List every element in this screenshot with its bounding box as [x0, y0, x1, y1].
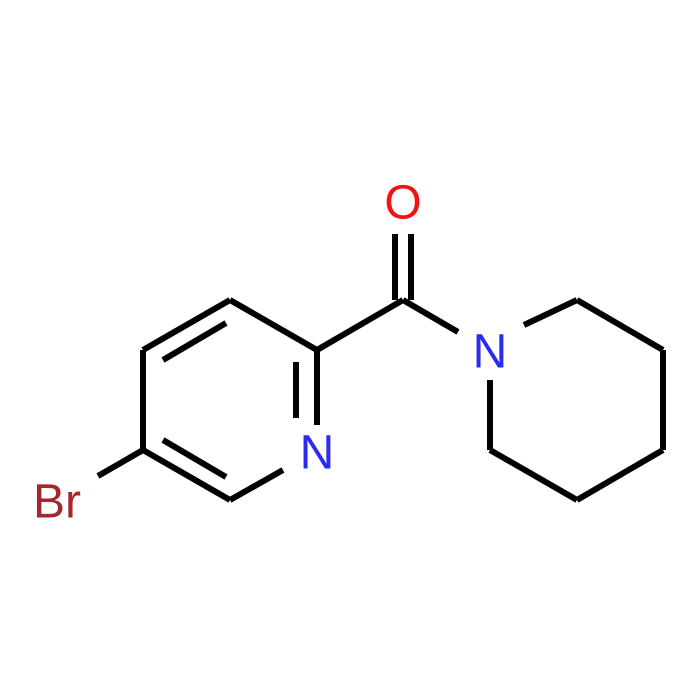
piperidine-nitrogen-label: N	[473, 326, 508, 379]
pyridine-inner-bond-c5-c6	[161, 437, 228, 480]
piperidine-bond-c4-c5	[575, 447, 665, 503]
pyridine-bond-c5-c6	[141, 447, 232, 503]
pyridine-nitrogen-label: N	[300, 427, 335, 480]
pyridine-bond-c2-c3	[228, 297, 319, 353]
bond-c5-br	[96, 447, 145, 479]
bromine-label: Br	[33, 476, 81, 529]
oxygen-label: O	[384, 177, 421, 230]
pyridine-bond-c3-c4	[141, 297, 232, 353]
bond-carbonyl-n	[401, 297, 460, 335]
pyridine-bond-c6-n1	[228, 467, 285, 503]
piperidine-bond-c2-c3	[575, 297, 665, 353]
pyridine-inner-bond-c3-c4	[161, 320, 228, 363]
bond-c2-carbonyl	[315, 297, 405, 353]
piperidine-bond-c5-c6	[488, 447, 579, 503]
piperidine-bond-n-c2	[522, 297, 579, 328]
